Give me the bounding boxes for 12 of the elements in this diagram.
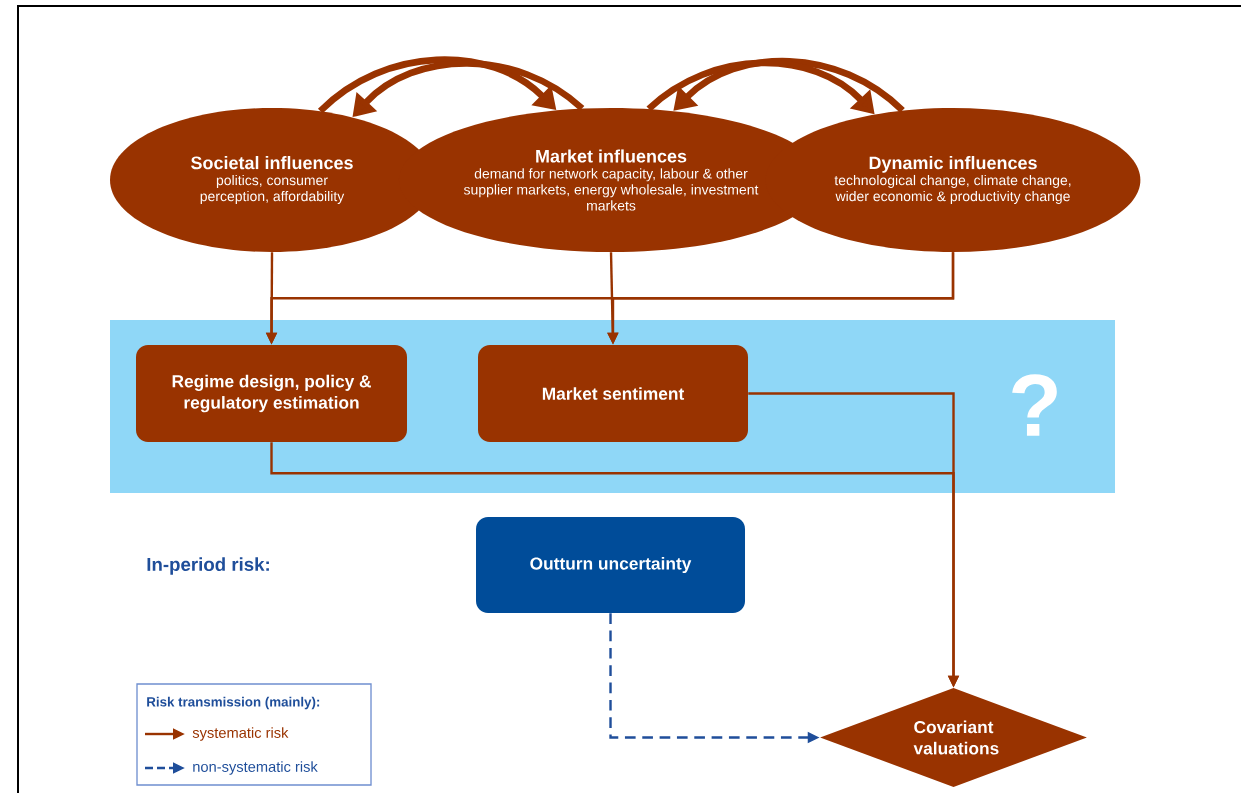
node-label: Market influences [536, 149, 687, 163]
question-mark: ? [1012, 374, 1057, 436]
node-label: technological change, climate change, wider economic & productivity change [834, 174, 1071, 204]
node-label: demand for network capacity, labour & other supplier markets, energy wholesale, investment markets [463, 168, 759, 211]
rounded-box: Market sentiment [478, 345, 748, 442]
rounded-box: Regime design, policy & regulatory estimation [136, 345, 407, 442]
rounded-box: Outturn uncertainty [476, 517, 745, 613]
legend-label: systematic risk [192, 727, 289, 741]
legend-label: non-systematic risk [193, 761, 318, 775]
heading: In-period risk: [147, 557, 269, 575]
node-label: Dynamic influences [869, 156, 1037, 173]
legend-title: Risk transmission (mainly): [147, 696, 320, 710]
